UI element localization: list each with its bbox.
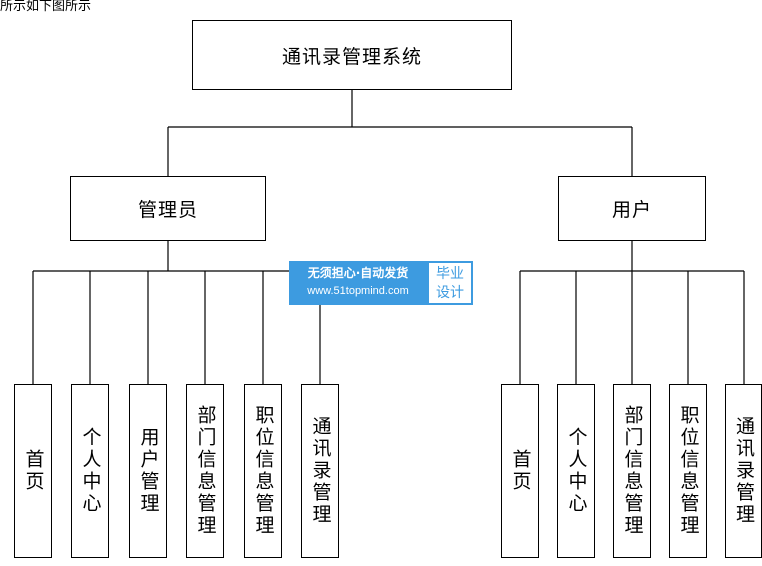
admin-leaf-position-info: 职位信息管理 xyxy=(244,384,282,558)
user-leaf-department-info: 部门信息管理 xyxy=(613,384,651,558)
admin-leaf-contacts-management: 通讯录管理 xyxy=(301,384,339,558)
admin-leaf-user-management: 用户管理 xyxy=(129,384,167,558)
user-leaf-position-info-label: 职位信息管理 xyxy=(677,405,700,537)
user-leaf-personal-center-label: 个人中心 xyxy=(565,427,588,515)
watermark-badge-top: 毕业 xyxy=(436,266,464,282)
user-node-label: 用户 xyxy=(611,199,652,221)
watermark-slogan: 无须担心·自动发货 xyxy=(307,266,409,280)
user-leaf-contacts-management-label: 通讯录管理 xyxy=(733,416,755,526)
watermark-url: www.51topmind.com xyxy=(307,285,409,297)
user-leaf-department-info-label: 部门信息管理 xyxy=(621,405,644,537)
root-node: 通讯录管理系统 xyxy=(192,20,512,90)
admin-leaf-personal-center-label: 个人中心 xyxy=(79,427,102,515)
top-text-fragment: 所示如下图所示 xyxy=(0,0,92,14)
user-leaf-contacts-management: 通讯录管理 xyxy=(725,384,762,558)
user-leaf-home-label: 首页 xyxy=(509,449,532,493)
admin-leaf-user-management-label: 用户管理 xyxy=(137,427,160,515)
admin-node-label: 管理员 xyxy=(137,199,198,221)
watermark-badge: 毕业 设计 xyxy=(427,261,473,305)
watermark-panel: 无须担心·自动发货 www.51topmind.com xyxy=(289,261,427,305)
admin-leaf-contacts-management-label: 通讯录管理 xyxy=(309,416,332,526)
root-node-label: 通讯录管理系统 xyxy=(281,45,422,68)
user-leaf-position-info: 职位信息管理 xyxy=(669,384,707,558)
watermark: 无须担心·自动发货 www.51topmind.com 毕业 设计 xyxy=(289,261,473,305)
user-leaf-personal-center: 个人中心 xyxy=(557,384,595,558)
admin-leaf-home: 首页 xyxy=(14,384,52,558)
admin-leaf-home-label: 首页 xyxy=(22,449,45,493)
admin-node: 管理员 xyxy=(70,176,266,241)
admin-leaf-department-info: 部门信息管理 xyxy=(186,384,224,558)
admin-leaf-personal-center: 个人中心 xyxy=(71,384,109,558)
user-node: 用户 xyxy=(558,176,706,241)
watermark-badge-bottom: 设计 xyxy=(436,285,464,301)
admin-leaf-position-info-label: 职位信息管理 xyxy=(252,405,275,537)
admin-leaf-department-info-label: 部门信息管理 xyxy=(194,405,217,537)
user-leaf-home: 首页 xyxy=(501,384,539,558)
